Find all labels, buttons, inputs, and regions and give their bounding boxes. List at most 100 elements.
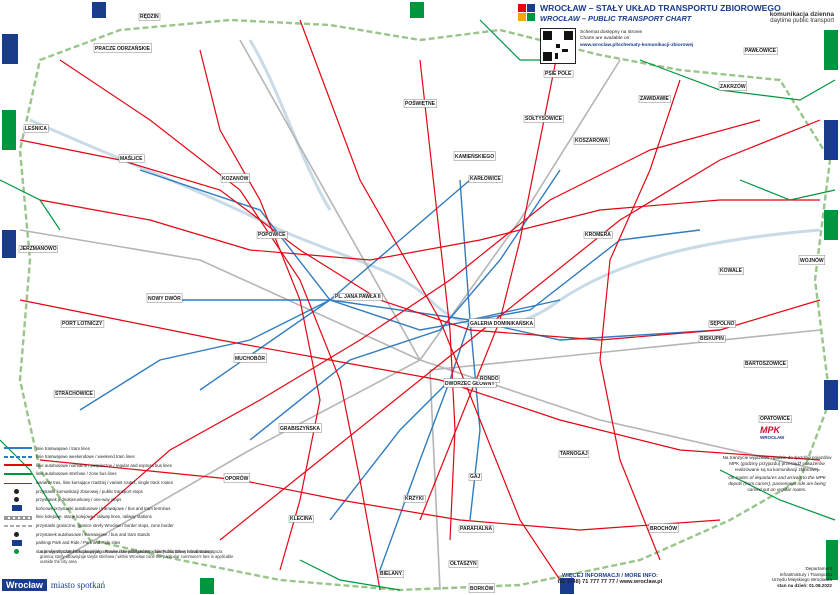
- legend-label: linie kolejowe, stacje kolejowe / railwa…: [36, 514, 152, 520]
- qr-code-icon[interactable]: [540, 28, 576, 64]
- legend-item: parkingi Park and Ride / Park and Ride s…: [4, 539, 234, 548]
- district-label-box: [708, 320, 736, 328]
- legend-symbol-icon: [4, 462, 32, 468]
- district-label-box: [743, 47, 778, 55]
- legend-item: warianty tras, linie kursujące rzadziej …: [4, 478, 234, 487]
- district-label-box: [443, 378, 497, 388]
- district-label: ZAWIDAWIE: [640, 96, 670, 102]
- district-label-box: [220, 173, 250, 183]
- district-label-box: [743, 360, 788, 368]
- district-label: OPATOWICE: [760, 416, 791, 422]
- qr-url-link[interactable]: www.wroclaw.pl/schematy-komunikacji-zbio…: [580, 42, 694, 48]
- legend-label: linie tramwajowe weekendowe / weekend tr…: [36, 454, 135, 460]
- city-brand: Wrocław miasto spotkań: [2, 578, 105, 592]
- district-label: KAMIEŃSKIEGO: [455, 152, 494, 160]
- district-label: KOWALE: [720, 268, 743, 274]
- district-label: KOZANÓW: [222, 174, 249, 182]
- legend-label: przystanki graniczne, granice strefy Wro…: [36, 523, 174, 529]
- district-label: JERZMANOWO: [20, 246, 57, 252]
- district-label-box: [468, 175, 503, 183]
- district-label-box: [583, 231, 613, 239]
- district-label-box: [60, 320, 105, 328]
- district-label: KOSZAROWA: [575, 138, 608, 144]
- legend-symbol-icon: [4, 454, 32, 460]
- district-label-box: [403, 495, 426, 503]
- legend-symbol-icon: [4, 531, 32, 537]
- district-label-box: [333, 293, 383, 301]
- district-label: DWORZEC GŁÓWNY: [445, 379, 495, 387]
- brand-slogan: miasto spotkań: [50, 580, 106, 590]
- district-label-box: [233, 353, 267, 363]
- district-label-box: [478, 375, 500, 383]
- legend-label: linie autobusowe normalne i pospieszne /…: [36, 462, 172, 468]
- legend-item: linie autobusowe normalne i pospieszne /…: [4, 461, 234, 470]
- district-label-box: [543, 70, 574, 78]
- district-label-box: [223, 473, 250, 483]
- service-type-pl: komunikacja dzienna: [769, 11, 834, 18]
- tram-lines: [79, 169, 721, 571]
- district-label-box: [403, 99, 437, 108]
- district-label-box: [256, 231, 288, 239]
- legend-item: linie kolejowe, stacje kolejowe / railwa…: [4, 513, 234, 522]
- legend-symbol-icon: [4, 539, 32, 546]
- qr-caption: Schemat dostępny na stronie Charts are a…: [580, 30, 730, 49]
- legend-symbol-icon: [4, 471, 32, 477]
- district-label: PRACZE ODRZAŃSKIE: [95, 44, 151, 52]
- department-credit: Departament Infrastruktury i Transportu …: [772, 566, 832, 588]
- district-label: KRZYKI: [405, 496, 424, 502]
- dept-line-3: Urzędu Miejskiego Wrocławia: [771, 577, 832, 583]
- legend-label: stacje wypożyczalni Wrocławskiego Roweru…: [36, 548, 214, 554]
- district-label: RĘDZIN: [140, 14, 159, 20]
- legend-label: końcowe przystanki autobusowe i tramwajo…: [36, 505, 171, 511]
- district-label: PSIE POLE: [545, 71, 572, 77]
- city-logo-icon: [518, 4, 536, 22]
- service-type-en: daytime public transport: [770, 18, 834, 24]
- district-label: OPORÓW: [225, 474, 249, 482]
- district-label: OŁTASZYN: [450, 561, 477, 567]
- depot-info: Na tranzycie wyjazdów i godzin do zjazdó…: [722, 455, 832, 493]
- district-label-box: [278, 423, 322, 433]
- district-label-box: [93, 43, 152, 53]
- district-label-box: [638, 95, 671, 103]
- district-label: GALERIA DOMINIKAŃSKA: [470, 319, 534, 327]
- railway-lines: [19, 39, 821, 591]
- depot-info-en: On routes of departures and arrivals to …: [728, 475, 826, 492]
- district-label: WOJNÓW: [800, 256, 824, 264]
- district-label-box: [378, 570, 404, 578]
- mpk-name: MPK: [760, 425, 780, 435]
- district-label-box: [138, 13, 161, 21]
- legend-item: przystanki komunikacji zbiorowej / publi…: [4, 487, 234, 496]
- legend-item: stacje wypożyczalni Wrocławskiego Roweru…: [4, 547, 234, 556]
- more-info: WIĘCEJ INFORMACJI / MORE INFO: tel. (+48…: [510, 573, 710, 585]
- district-label: KROMERA: [585, 232, 611, 238]
- legend-item: linie tramwajowe weekendowe / weekend tr…: [4, 453, 234, 462]
- district-label-box: [718, 267, 744, 275]
- district-labels: RĘDZIN PSIE POLE KOWALE PRACZE ODRZAŃSKIE JE…: [18, 13, 826, 593]
- legend-label: przystanek autobusowe i tramwajowe / bus…: [36, 531, 150, 537]
- bus-lines: [19, 19, 821, 591]
- map-header: WROCŁAW – STAŁY UKŁAD TRANSPORTU ZBIOROW…: [518, 2, 836, 72]
- legend-symbol-icon: [4, 514, 32, 521]
- district-label: TARNOGAJ: [560, 451, 588, 457]
- district-label-box: [468, 583, 495, 593]
- district-label: PL. JANA PAWŁA II: [335, 294, 381, 300]
- map-subtitle: WROCŁAW – PUBLIC TRANSPORT CHART: [540, 14, 692, 23]
- district-label: PAWŁOWICE: [745, 48, 777, 54]
- district-label: MAŚLICE: [120, 155, 143, 162]
- district-label: POPOWICE: [258, 232, 286, 238]
- service-type: komunikacja dzienna daytime public trans…: [770, 11, 834, 24]
- legend-label: przystanki komunikacji zbiorowej / publi…: [36, 488, 143, 494]
- more-info-contact[interactable]: tel. (+48) 71 777 77 77 / www.wroclaw.pl: [557, 579, 663, 585]
- mpk-logo: MPK WROCŁAW: [760, 425, 784, 440]
- district-label: BISKUPIN: [700, 336, 724, 342]
- district-label-box: [558, 450, 590, 458]
- more-info-title: WIĘCEJ INFORMACJI / MORE INFO:: [561, 573, 659, 579]
- legend-item: przystanek jednokierunkowy / one-way sto…: [4, 496, 234, 505]
- district-label: POŚWIĘTNE: [405, 100, 436, 107]
- legend-label: linie tramwajowe / tram lines: [36, 445, 90, 451]
- district-label-box: [468, 473, 482, 481]
- legend-symbol-icon: [4, 548, 32, 554]
- district-label-box: [758, 415, 792, 423]
- district-label-box: [453, 151, 496, 161]
